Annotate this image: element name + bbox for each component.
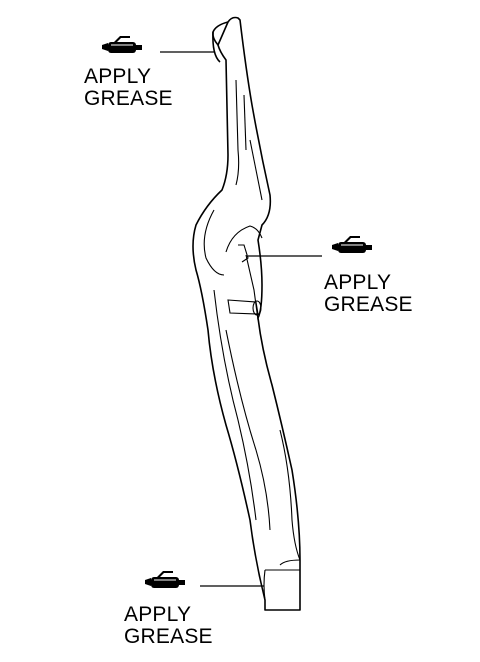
grease-gun-icon (331, 235, 373, 254)
callout-bottom: APPLY GREASE (124, 604, 213, 648)
callout-middle: APPLY GREASE (324, 272, 413, 316)
callout-top-line1: APPLY (84, 65, 152, 88)
callout-bottom-line2: GREASE (124, 625, 213, 648)
callout-top-line2: GREASE (84, 87, 173, 110)
callout-middle-line1: APPLY (324, 271, 392, 294)
control-arm-details (203, 79, 301, 601)
grease-gun-icon (101, 35, 143, 54)
grease-gun-icon (144, 570, 186, 589)
callout-top: APPLY GREASE (84, 66, 173, 110)
callout-middle-line2: GREASE (324, 293, 413, 316)
leader-lines (160, 51, 322, 587)
callout-bottom-line1: APPLY (124, 603, 192, 626)
control-arm (192, 16, 301, 611)
